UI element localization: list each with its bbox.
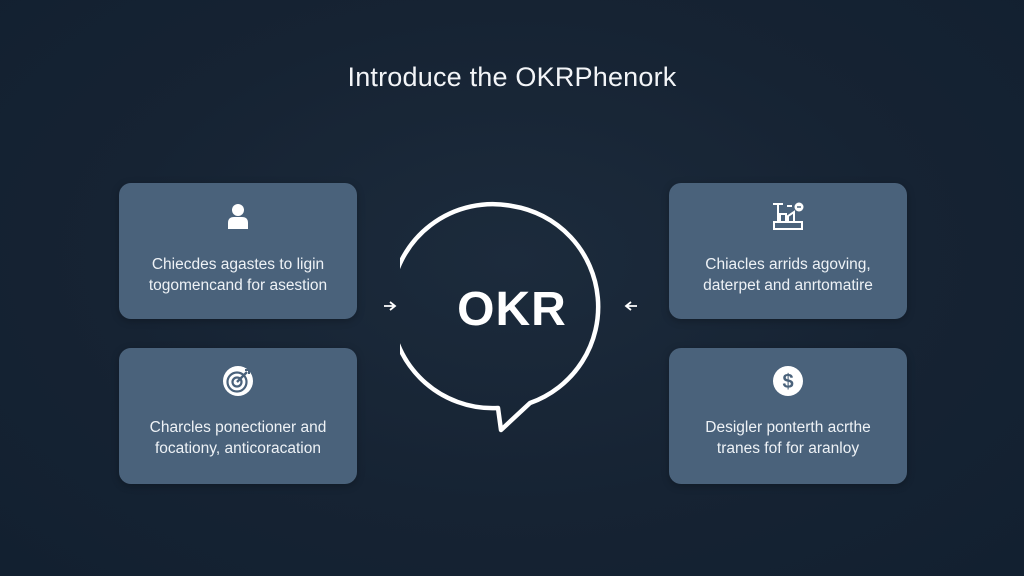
card-top-right: Chiacles arrids agoving, daterpet and an… (669, 183, 907, 319)
card-bottom-right-line-1: Desigler ponterth acrthe (705, 419, 871, 436)
chart-tools-icon (669, 201, 907, 231)
target-icon (119, 366, 357, 396)
card-bottom-left: Charcles ponectioner and focationy, anti… (119, 348, 357, 484)
dollar-icon: $ (669, 366, 907, 396)
card-bottom-left-line-1: Charcles ponectioner and (149, 419, 327, 436)
card-bottom-right-text: Desigler ponterth acrthe tranes fof for … (679, 417, 897, 459)
card-top-left-line-2: togomencand for asestion (148, 277, 328, 294)
okr-speech-bubble (400, 201, 601, 433)
arrow-left-icon (624, 301, 637, 311)
card-top-left-text: Chiecdes agastes to ligin togomencand fo… (129, 254, 347, 296)
card-top-left: Chiecdes agastes to ligin togomencand fo… (119, 183, 357, 319)
card-top-right-line-1: Chiacles arrids agoving, (705, 256, 871, 273)
card-bottom-right: $ Desigler ponterth acrthe tranes fof fo… (669, 348, 907, 484)
card-top-left-line-1: Chiecdes agastes to ligin (151, 256, 325, 273)
svg-text:$: $ (782, 371, 793, 393)
card-bottom-left-line-2: focationy, anticoracation (154, 440, 321, 457)
slide-title: Introduce the OKRPhenork (347, 62, 677, 92)
arrow-right-icon (384, 301, 397, 311)
person-icon (119, 201, 357, 231)
okr-label: OKR (457, 283, 567, 336)
card-bottom-left-text: Charcles ponectioner and focationy, anti… (129, 417, 347, 459)
card-top-right-text: Chiacles arrids agoving, daterpet and an… (679, 254, 897, 296)
card-bottom-right-line-2: tranes fof for aranloy (716, 440, 860, 457)
card-top-right-line-2: daterpet and anrtomatire (703, 277, 873, 294)
